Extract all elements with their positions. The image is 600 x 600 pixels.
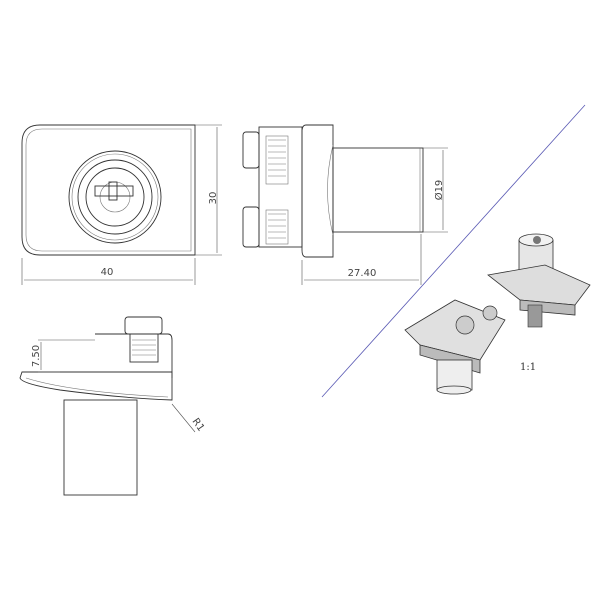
section-view: 7.50 R1 (19, 316, 207, 496)
scale-label: 1:1 (520, 362, 536, 373)
divider-line (321, 104, 586, 398)
front-view: 30 40 (21, 124, 222, 285)
side-view: Ø19 27.40 (242, 124, 448, 285)
dimension-diameter: Ø19 (433, 180, 445, 201)
dimension-radius: R1 (190, 416, 207, 433)
dimension-depth: 27.40 (348, 268, 377, 279)
isometric-view-1 (487, 233, 591, 328)
dimension-height: 30 (208, 192, 219, 205)
dimension-plate-thickness: 7.50 (31, 345, 42, 367)
dimension-width: 40 (101, 267, 114, 278)
isometric-view-2 (404, 299, 506, 395)
